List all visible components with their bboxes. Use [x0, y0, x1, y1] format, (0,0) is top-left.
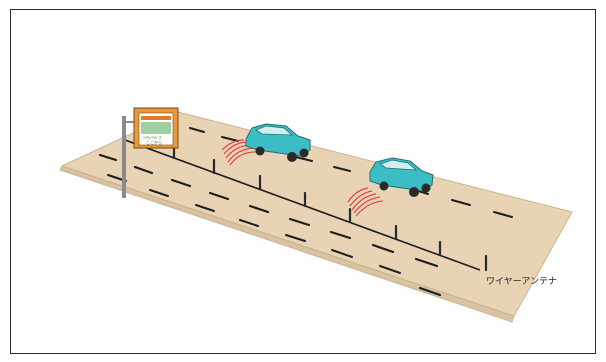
wire-antenna-cable	[124, 139, 481, 271]
car-1	[245, 123, 311, 162]
radio-wave-2	[347, 187, 384, 217]
sign-text-line2: ここから	[146, 139, 162, 145]
sign-text-line1: ﾊｲｳｪｲﾗｼﾞｵ	[143, 134, 161, 140]
roadside-sign: ﾊｲｳｪｲﾗｼﾞｵ ここから	[133, 107, 179, 149]
car-2	[369, 157, 434, 197]
wire-posts	[172, 144, 488, 272]
sign-pole	[122, 116, 126, 198]
wire-antenna-label: ワイヤーアンテナ	[486, 277, 558, 287]
road-edge	[59, 165, 515, 323]
lane-markings-mid	[107, 174, 401, 274]
lane-markings-near	[98, 153, 442, 297]
